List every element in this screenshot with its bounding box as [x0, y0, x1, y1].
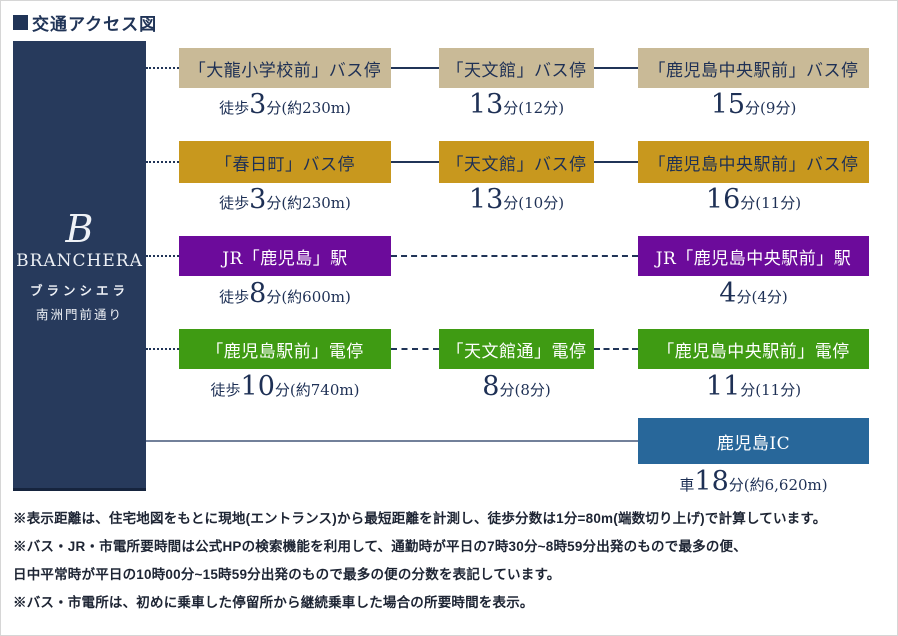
station-box-kagoshima-jr: JR「鹿児島」駅: [179, 236, 391, 276]
ride-time-tram-to: 11分(11分): [705, 371, 802, 402]
ic-box-kagoshima: 鹿児島IC: [638, 418, 869, 464]
footnote-line: ※バス・JR・市電所要時間は公式HPの検索機能を利用して、通勤時が平日の7時30…: [13, 539, 747, 554]
property-box: B BRANCHERA ブランシエラ 南洲門前通り: [13, 41, 146, 491]
page-title-text: 交通アクセス図: [32, 15, 158, 35]
walk-time-tram: 徒歩10分(約740m): [210, 371, 360, 402]
dashed-connector: [391, 348, 439, 350]
tram-box-tenmonkandori: 「天文館通」電停: [439, 329, 594, 369]
ride-time-bus2-via: 13分(10分): [468, 184, 565, 215]
stop-box-tairyu-bus: 「大龍小学校前」バス停: [179, 48, 391, 88]
ride-time-bus1-via: 13分(12分): [468, 89, 565, 120]
solid-connector-car: [146, 440, 638, 442]
property-name: 南洲門前通り: [35, 307, 123, 322]
dashed-connector: [391, 255, 638, 257]
ride-time-bus2-to: 16分(11分): [705, 184, 802, 215]
solid-connector: [594, 67, 638, 69]
footnote-line: ※バス・市電所は、初めに乗車した停留所から継続乗車した場合の所要時間を表示。: [13, 595, 534, 610]
drive-time-car: 車18分(約6,620m): [679, 466, 828, 497]
stop-box-chuo-bus2: 「鹿児島中央駅前」バス停: [638, 141, 869, 183]
tram-box-kagoshimaekimae: 「鹿児島駅前」電停: [179, 329, 391, 369]
solid-connector: [594, 161, 638, 163]
ride-time-tram-via: 8分(8分): [482, 371, 551, 402]
solid-connector: [391, 161, 439, 163]
walk-time-bus2: 徒歩3分(約230m): [219, 184, 351, 215]
brand-name: BRANCHERA: [16, 251, 143, 271]
ride-time-jr-to: 4分(4分): [719, 278, 788, 309]
dotted-connector: [146, 348, 179, 350]
stop-box-chuo-bus1: 「鹿児島中央駅前」バス停: [638, 48, 869, 88]
station-box-chuo-jr: JR「鹿児島中央駅前」駅: [638, 236, 869, 276]
stop-box-kasugacho-bus: 「春日町」バス停: [179, 141, 391, 183]
walk-time-bus1: 徒歩3分(約230m): [219, 89, 351, 120]
dotted-connector: [146, 255, 179, 257]
dotted-connector: [146, 161, 179, 163]
walk-time-jr: 徒歩8分(約600m): [219, 278, 351, 309]
dashed-connector: [594, 348, 638, 350]
page-title: 交通アクセス図: [13, 10, 157, 35]
footnote-line: ※表示距離は、住宅地図をもとに現地(エントランス)から最短距離を計測し、徒歩分数…: [13, 511, 827, 526]
footnote-line: 日中平常時が平日の10時00分~15時59分出発のもので最多の便の分数を表記して…: [13, 567, 561, 582]
footnotes: ※表示距離は、住宅地図をもとに現地(エントランス)から最短距離を計測し、徒歩分数…: [13, 505, 893, 617]
ride-time-bus1-to: 15分(9分): [710, 89, 797, 120]
property-logo: B BRANCHERA ブランシエラ 南洲門前通り: [13, 209, 146, 323]
brand-kana: ブランシエラ: [29, 284, 129, 298]
dotted-connector: [146, 67, 179, 69]
stop-box-tenmonkan-bus1: 「天文館」バス停: [439, 48, 594, 88]
solid-connector: [391, 67, 439, 69]
section-marker-icon: [13, 15, 28, 30]
brand-initial-icon: B: [65, 207, 94, 251]
tram-box-chuo: 「鹿児島中央駅前」電停: [638, 329, 869, 369]
stop-box-tenmonkan-bus2: 「天文館」バス停: [439, 141, 594, 183]
